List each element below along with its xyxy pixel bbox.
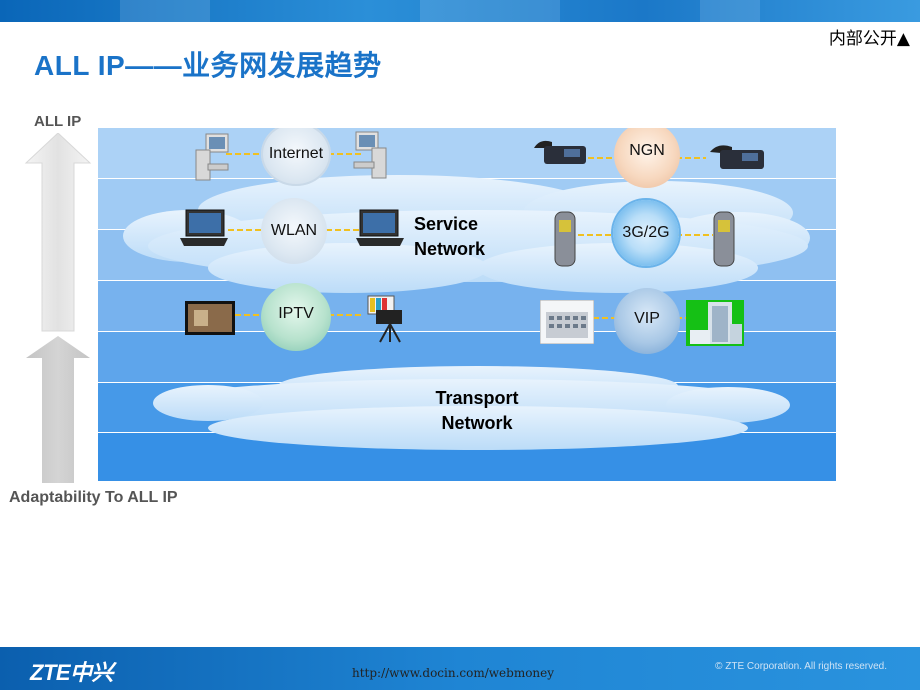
ngn-label: NGN — [629, 142, 665, 159]
lower-arrow-icon — [26, 336, 90, 483]
desktop-computer-icon — [195, 133, 229, 181]
mobile-label: 3G/2G — [622, 224, 670, 241]
wlan-label: WLAN — [270, 222, 318, 239]
wlan-node: WLAN — [261, 198, 327, 264]
mobile-node: 3G/2G — [613, 200, 679, 266]
vip-node: VIP — [614, 288, 680, 354]
banner-stripe — [700, 0, 760, 22]
upper-arrow-icon — [24, 133, 92, 332]
source-url[interactable]: http://www.docin.com/webmoney — [352, 666, 555, 680]
page-title: ALL IP——业务网发展趋势 — [34, 50, 382, 81]
internet-node: Internet — [261, 128, 331, 186]
laptop-icon — [180, 209, 228, 246]
mobile-phone-icon — [554, 211, 576, 267]
desktop-computer-icon — [353, 131, 387, 179]
tv-screen-icon — [185, 301, 235, 335]
video-camera-icon — [367, 295, 402, 343]
transport-network-cloud — [153, 366, 790, 450]
iptv-node: IPTV — [261, 283, 331, 351]
desk-phone-icon — [710, 145, 764, 169]
mobile-phone-icon — [713, 211, 735, 267]
network-diagram: Service Network Transport Network Intern… — [98, 128, 836, 481]
transport-network-label: Transport Network — [435, 388, 519, 433]
office-tower-icon — [686, 300, 744, 346]
vip-label: VIP — [634, 310, 660, 327]
axis-bottom-label: Adaptability To ALL IP — [9, 489, 178, 506]
service-network-label: Service Network — [414, 214, 486, 259]
confidentiality-label: 内部公开▲ — [828, 29, 910, 49]
connector-lines — [226, 153, 713, 319]
internet-label: Internet — [268, 145, 324, 162]
laptop-icon — [356, 209, 404, 246]
zte-logo: ZTE中兴 — [30, 660, 114, 685]
axis-top-label: ALL IP — [34, 113, 82, 130]
banner-stripe — [420, 0, 560, 22]
office-building-icon — [540, 300, 594, 344]
copyright-text: © ZTE Corporation. All rights reserved. — [715, 661, 887, 672]
iptv-label: IPTV — [278, 305, 314, 322]
ngn-node: NGN — [614, 128, 680, 188]
banner-stripe — [120, 0, 210, 22]
desk-phone-icon — [534, 140, 586, 164]
top-banner — [0, 0, 920, 22]
footer-bar: ZTE中兴 http://www.docin.com/webmoney © ZT… — [0, 647, 920, 690]
